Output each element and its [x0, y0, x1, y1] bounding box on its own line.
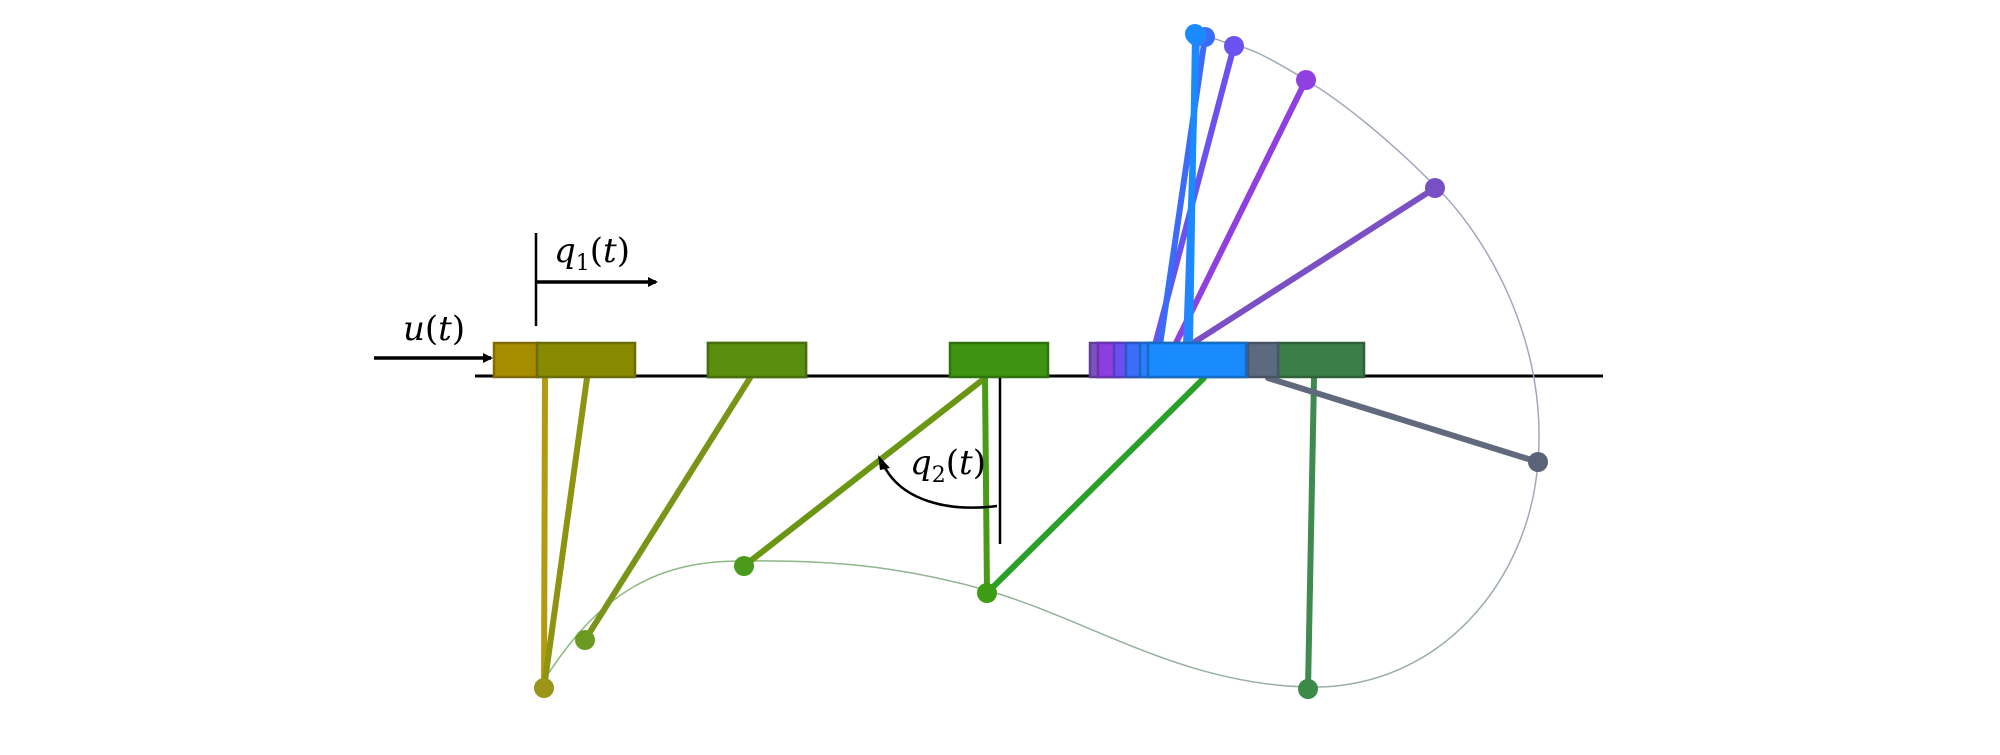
trajectory-frames — [492, 24, 1548, 699]
cart-4 — [948, 341, 1050, 379]
pendulum-bob-0 — [534, 678, 554, 698]
pendulum-pole-0 — [541, 375, 548, 691]
pendulum-angle-arrowhead — [878, 455, 890, 470]
pendulum-bob-2 — [575, 630, 595, 650]
pendulum-bob-7 — [1528, 452, 1548, 472]
cart-13 — [1146, 341, 1248, 379]
pendulum-bob-8 — [1425, 178, 1445, 198]
pendulum-pole-5 — [984, 375, 1207, 596]
pendulum-bob-3 — [734, 556, 754, 576]
cart-position-label: q1(t) — [554, 231, 630, 276]
cart-6 — [1276, 341, 1366, 379]
pendulum-pole-9 — [1172, 77, 1309, 348]
pendulum-pole-8 — [1187, 185, 1438, 348]
pendulum-bob-10 — [1224, 36, 1244, 56]
pendulum-pole-7 — [1265, 375, 1541, 465]
cart-1 — [535, 341, 637, 379]
pendulum-pole-6 — [1305, 375, 1317, 692]
input-force-label: u(t) — [403, 309, 465, 349]
pendulum-pole-1 — [541, 375, 590, 691]
pendulum-angle-arc — [880, 461, 998, 509]
pendulum-pole-13 — [1187, 31, 1198, 348]
cart-7 — [1246, 341, 1280, 379]
pendulum-pole-4 — [982, 375, 990, 596]
cart-0 — [492, 341, 540, 379]
pendulum-bob-9 — [1296, 70, 1316, 90]
cart-3 — [706, 341, 808, 379]
pendulum-bob-6 — [1298, 679, 1318, 699]
pendulum-bob-13 — [1185, 24, 1205, 44]
pendulum-angle-label: q2(t) — [910, 443, 986, 488]
pendulum-pole-3 — [741, 375, 988, 569]
pendulum-pole-2 — [582, 375, 753, 643]
pendulum-bob-4 — [977, 583, 997, 603]
